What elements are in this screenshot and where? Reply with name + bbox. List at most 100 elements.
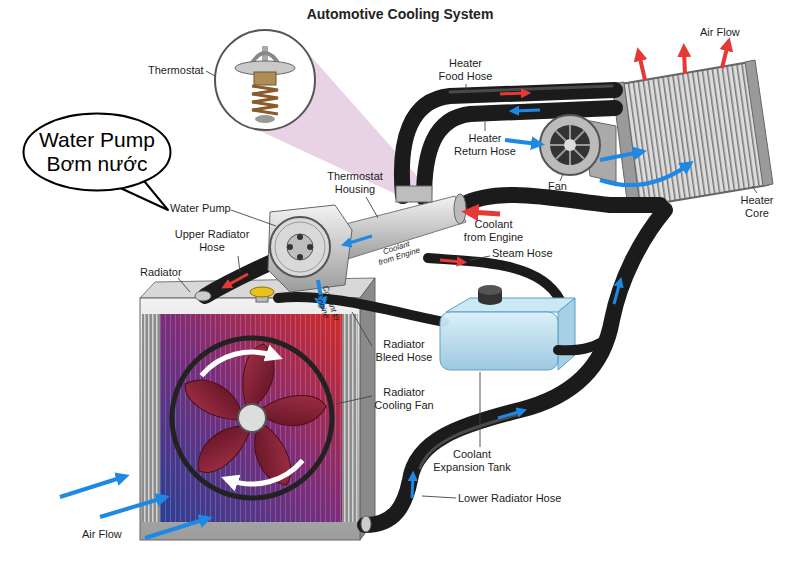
- radiator-side: [360, 278, 375, 540]
- leader-line: [470, 256, 490, 260]
- thermostat-spring: [252, 86, 278, 114]
- part-label: Coolant from Engine: [463, 218, 524, 243]
- pump-bolt: [297, 234, 303, 240]
- pump-pulley: [275, 222, 325, 272]
- thermostat-drawing: [235, 46, 295, 123]
- bubble-shape: [24, 114, 171, 191]
- flow-arrow: [614, 282, 620, 304]
- radiator-cap: [250, 287, 274, 297]
- bubble-text: Bơm nước: [46, 152, 147, 176]
- diagram-title: Automotive Cooling System: [0, 6, 800, 22]
- blower-fan: [540, 115, 616, 182]
- pump-hub: [287, 234, 313, 260]
- rotation-arrow: [201, 352, 274, 376]
- hose-clamp: [195, 291, 211, 301]
- leader-line: [480, 372, 481, 447]
- bubble-body: Water PumpBơm nước: [22, 112, 172, 192]
- flow-arrow: [226, 274, 248, 286]
- leader-line: [366, 197, 378, 218]
- tank-hose: [558, 338, 608, 350]
- flow-arrow: [498, 411, 522, 418]
- fan-shroud: [172, 338, 332, 498]
- part-label: Heater Food Hose: [437, 57, 494, 82]
- part-label: Heater Core: [737, 194, 777, 219]
- tank-cap: [478, 285, 502, 295]
- cooling-fan: [172, 338, 332, 498]
- steam-hose: [428, 258, 560, 300]
- flow-arrow: [440, 260, 462, 262]
- flow-arrow: [412, 476, 413, 498]
- part-label: Lower Radiator Hose: [458, 492, 561, 505]
- leader-line: [336, 396, 372, 404]
- air-arrow: [722, 44, 728, 68]
- pump-bolt: [297, 254, 303, 260]
- speech-bubble: Water PumpBơm nước: [22, 112, 172, 192]
- housing-outlet: [396, 186, 432, 202]
- part-label: Steam Hose: [492, 247, 553, 260]
- tank-cap: [478, 295, 502, 305]
- part-label: Radiator Cooling Fan: [372, 386, 436, 411]
- blower-hub: [564, 139, 576, 151]
- flow-arrow: [470, 212, 500, 214]
- tank-body: [440, 312, 558, 370]
- leader-line: [422, 496, 456, 498]
- part-label: Upper Radiator Hose: [172, 228, 252, 253]
- leader-line: [466, 84, 467, 92]
- thermostat-inset: [215, 30, 315, 130]
- radiator: [140, 278, 375, 540]
- tank-top: [446, 298, 575, 312]
- radiator-core: [160, 314, 342, 522]
- leader-line: [206, 71, 215, 76]
- thermostat-body: [254, 72, 276, 85]
- bleed-hose: [278, 297, 444, 322]
- pump-body: [268, 205, 352, 292]
- leader-line: [560, 174, 563, 181]
- part-label: Thermostat Housing: [323, 170, 387, 195]
- air-arrow: [100, 498, 163, 517]
- blower-wheel: [550, 125, 590, 165]
- radiator-tank: [342, 314, 358, 522]
- leader-line: [178, 278, 190, 292]
- tank-side: [558, 298, 575, 370]
- part-label: Coolant Expansion Tank: [430, 448, 514, 473]
- heater-return-hose: [424, 108, 615, 198]
- leader-line: [752, 186, 757, 193]
- blower-housing: [540, 115, 600, 175]
- radiator-frame: [140, 298, 360, 540]
- air-arrow: [600, 152, 640, 160]
- hose-clamp: [361, 516, 371, 532]
- flow-arrows: [60, 44, 728, 538]
- upper-radiator-hose: [205, 262, 272, 296]
- leader-line: [238, 256, 240, 272]
- air-arrow: [60, 477, 123, 497]
- lower-radiator-hose: [365, 210, 665, 525]
- hoses: [195, 86, 665, 532]
- flow-arrow: [514, 110, 540, 111]
- air-arrow: [684, 50, 685, 74]
- heater-core-tank: [745, 60, 773, 186]
- expansion-tank: [440, 285, 608, 370]
- water-pump: [268, 186, 466, 292]
- air-arrow: [639, 54, 645, 80]
- bubble-text: Water Pump: [39, 128, 155, 152]
- part-label: Thermostat: [148, 64, 204, 77]
- leader-line: [352, 312, 372, 346]
- fan-hub: [238, 404, 266, 432]
- flow-arrow: [346, 236, 372, 244]
- thermostat-cup: [255, 115, 275, 123]
- radiator-tank: [142, 314, 160, 522]
- part-label: Heater Return Hose: [452, 132, 518, 157]
- part-label: Air Flow: [82, 528, 122, 541]
- air-arrow: [145, 519, 206, 538]
- pump-bolt: [287, 244, 293, 250]
- part-label: Radiator: [140, 266, 182, 279]
- air-arrow: [505, 140, 538, 144]
- hose-shine: [450, 86, 612, 92]
- flow-arrow: [500, 93, 526, 94]
- part-label: Water Pump: [170, 202, 231, 215]
- part-label: Fan: [548, 180, 567, 193]
- engine-hose: [462, 195, 660, 205]
